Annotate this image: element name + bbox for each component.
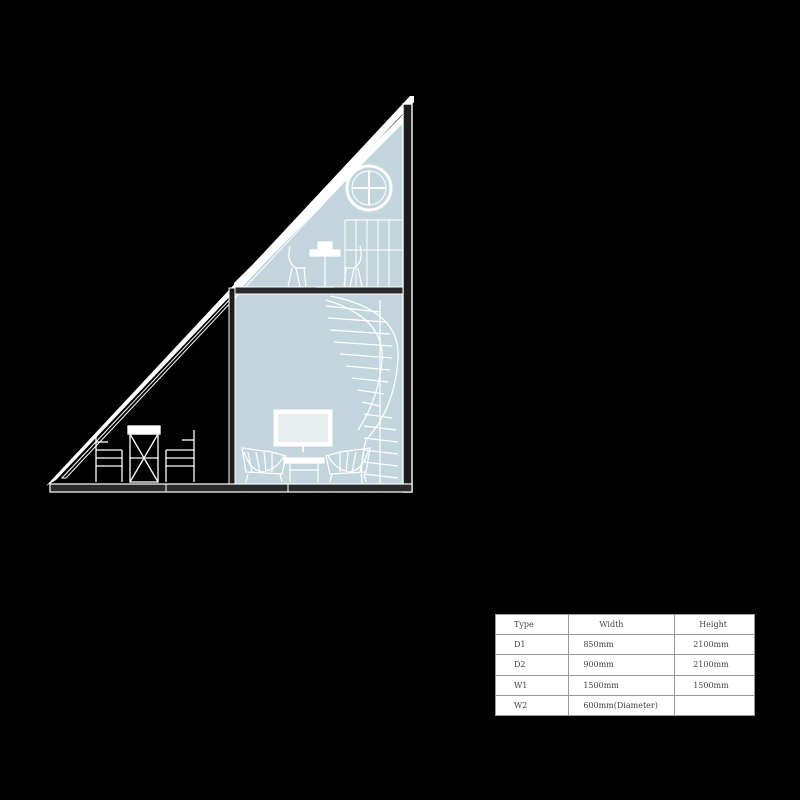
spiral-stair: [325, 295, 399, 485]
table-row: D2 900mm 2100mm: [494, 654, 755, 676]
interior-fill: [234, 120, 404, 484]
row-width: 850mm: [568, 634, 676, 656]
row-width: 1500mm: [568, 674, 676, 696]
header-height: Height: [674, 613, 755, 636]
door-window-schedule: Type Width Height D1 850mm 2100mm D2 900…: [494, 613, 755, 717]
header-type: Type: [494, 613, 570, 636]
tv: [273, 409, 333, 452]
row-type: D2: [494, 654, 570, 676]
row-height: [674, 694, 755, 717]
loft-floor: [234, 286, 404, 295]
row-type: D1: [494, 634, 570, 656]
schedule-header-row: Type Width Height: [494, 613, 755, 636]
row-height: 2100mm: [674, 634, 755, 656]
porch-furniture: [95, 425, 195, 483]
table-row: D1 850mm 2100mm: [494, 634, 755, 656]
row-height: 2100mm: [674, 654, 755, 676]
row-height: 1500mm: [674, 674, 755, 696]
roof-shade: [234, 114, 404, 288]
ground-floor: [49, 483, 413, 493]
dining-set: [287, 241, 363, 288]
table-row: W2 600mm(Diameter): [494, 694, 755, 717]
floor-joints: [165, 484, 289, 492]
row-width: 900mm: [568, 654, 676, 676]
row-width: 600mm(Diameter): [568, 694, 676, 717]
right-wall: [402, 103, 413, 493]
row-type: W2: [494, 694, 570, 717]
header-width: Width: [568, 613, 676, 636]
row-type: W1: [494, 674, 570, 696]
partition-wall: [228, 287, 236, 485]
living-furniture: [241, 447, 371, 483]
table-row: W1 1500mm 1500mm: [494, 674, 755, 696]
round-window: [345, 164, 393, 212]
